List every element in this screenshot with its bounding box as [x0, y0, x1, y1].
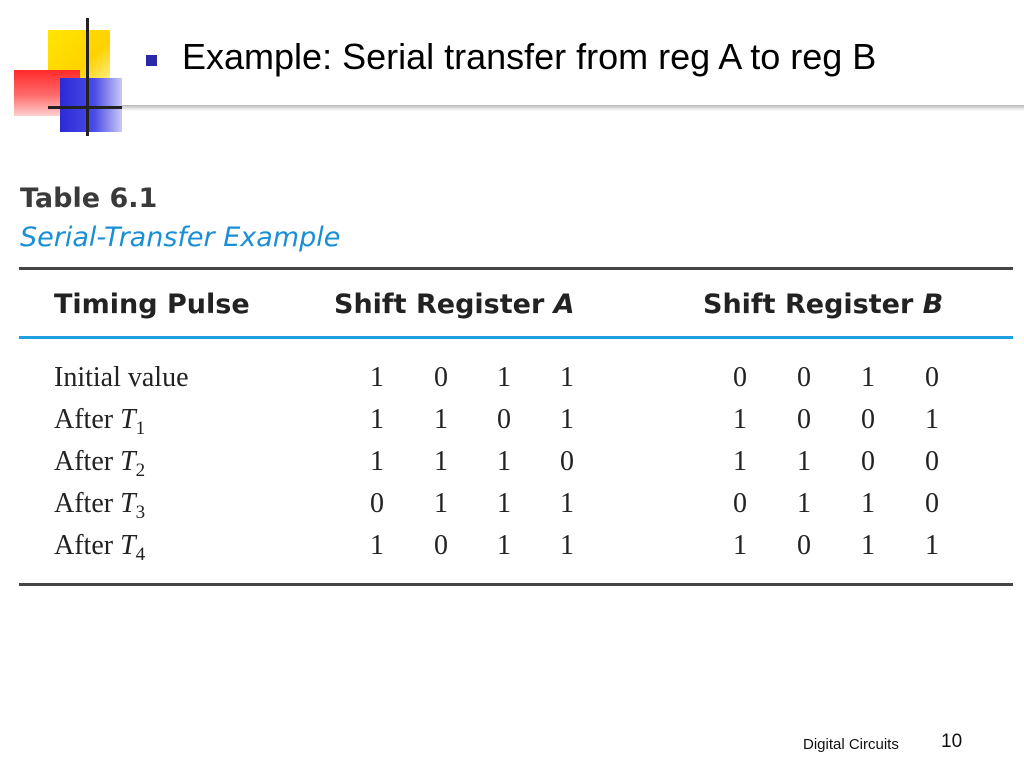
reg-a-bit: 1 [497, 362, 511, 393]
reg-a-bit: 0 [497, 404, 511, 435]
slide-title: Example: Serial transfer from reg A to r… [182, 36, 877, 77]
reg-a-bit: 0 [434, 530, 448, 561]
reg-a-bit: 1 [497, 488, 511, 519]
decorative-logo [0, 0, 160, 140]
title-bullet-icon [146, 55, 157, 66]
logo-blue-square [60, 78, 122, 132]
reg-b-bit: 1 [733, 530, 747, 561]
header-timing-pulse: Timing Pulse [54, 289, 250, 320]
reg-b-bit: 0 [797, 530, 811, 561]
reg-b-bit: 0 [925, 362, 939, 393]
reg-a-bit: 1 [370, 404, 384, 435]
title-divider [122, 105, 1024, 111]
footer-course-name: Digital Circuits [803, 736, 899, 753]
reg-b-bit: 0 [925, 488, 939, 519]
reg-a-bit: 1 [560, 404, 574, 435]
reg-b-bit: 0 [925, 446, 939, 477]
reg-b-bit: 1 [861, 488, 875, 519]
reg-a-bit: 1 [560, 362, 574, 393]
header-shift-register-a: Shift Register A [334, 289, 575, 320]
reg-b-bit: 1 [733, 404, 747, 435]
reg-a-bit: 1 [497, 530, 511, 561]
header-shift-register-b: Shift Register B [703, 289, 944, 320]
page-number: 10 [941, 731, 963, 752]
table-row: After T1 1 1 0 1 1 0 0 1 [0, 404, 1024, 446]
logo-vertical-line [86, 18, 89, 136]
reg-a-bit: 1 [560, 488, 574, 519]
reg-a-bit: 1 [560, 530, 574, 561]
reg-a-bit: 0 [370, 488, 384, 519]
reg-b-bit: 0 [861, 404, 875, 435]
reg-b-bit: 0 [797, 404, 811, 435]
reg-a-bit: 1 [434, 404, 448, 435]
reg-a-bit: 1 [370, 446, 384, 477]
table-caption: Serial-Transfer Example [20, 222, 341, 253]
reg-b-bit: 0 [797, 362, 811, 393]
reg-a-bit: 0 [434, 362, 448, 393]
row-label: After T3 [54, 488, 146, 523]
table-label: Table 6.1 [20, 183, 158, 214]
table-header-rule [19, 336, 1013, 339]
row-label: After T2 [54, 446, 146, 481]
reg-b-bit: 1 [925, 530, 939, 561]
reg-b-bit: 0 [733, 488, 747, 519]
reg-b-bit: 1 [925, 404, 939, 435]
reg-b-bit: 1 [797, 488, 811, 519]
reg-a-bit: 1 [370, 362, 384, 393]
reg-a-bit: 1 [497, 446, 511, 477]
reg-a-bit: 0 [560, 446, 574, 477]
table-row: After T3 0 1 1 1 0 1 1 0 [0, 488, 1024, 530]
logo-horizontal-line [48, 106, 140, 109]
reg-b-bit: 1 [861, 530, 875, 561]
table-bottom-rule [19, 583, 1013, 586]
table-row: After T2 1 1 1 0 1 1 0 0 [0, 446, 1024, 488]
reg-a-bit: 1 [370, 530, 384, 561]
reg-b-bit: 1 [797, 446, 811, 477]
row-label: Initial value [54, 362, 189, 393]
row-label: After T4 [54, 530, 146, 565]
reg-b-bit: 0 [861, 446, 875, 477]
reg-b-bit: 0 [733, 362, 747, 393]
table-top-rule [19, 267, 1013, 270]
reg-a-bit: 1 [434, 488, 448, 519]
table-row: Initial value 1 0 1 1 0 0 1 0 [0, 362, 1024, 404]
reg-b-bit: 1 [733, 446, 747, 477]
table-row: After T4 1 0 1 1 1 0 1 1 [0, 530, 1024, 572]
reg-b-bit: 1 [861, 362, 875, 393]
row-label: After T1 [54, 404, 146, 439]
reg-a-bit: 1 [434, 446, 448, 477]
